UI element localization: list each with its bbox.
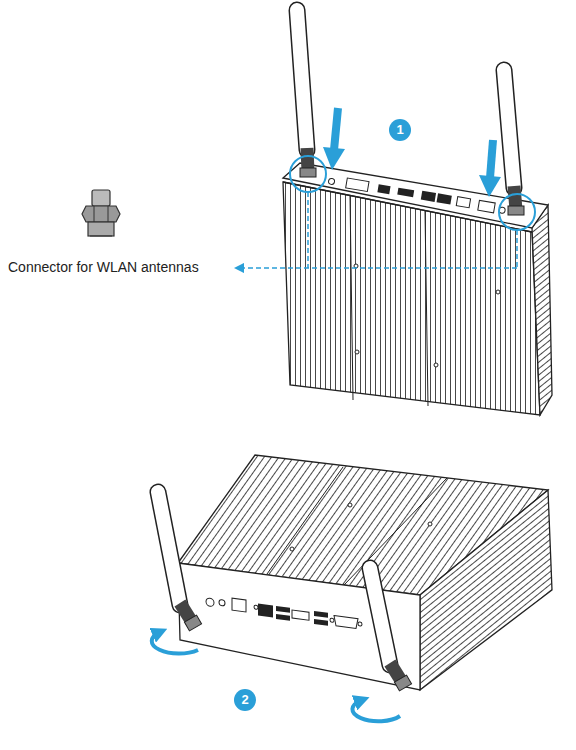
standing-pc bbox=[236, 10, 552, 415]
audio-jack bbox=[206, 598, 214, 607]
push-arrow bbox=[479, 140, 501, 197]
screw bbox=[434, 363, 438, 367]
audio-jack bbox=[219, 599, 225, 606]
hdmi-port bbox=[292, 610, 309, 620]
screw bbox=[254, 605, 258, 610]
arrow-shaft bbox=[490, 140, 493, 178]
groove bbox=[425, 211, 428, 406]
push-arrow bbox=[323, 108, 345, 170]
nut-edge bbox=[94, 206, 95, 222]
connector-nut bbox=[82, 206, 120, 222]
leader-line bbox=[516, 230, 518, 268]
leader-line bbox=[307, 192, 309, 268]
io-ports bbox=[328, 175, 506, 215]
side-face bbox=[420, 490, 552, 690]
usb-port bbox=[421, 191, 436, 202]
callout-circle bbox=[389, 119, 411, 141]
highlight-circle bbox=[290, 156, 326, 192]
usb-port bbox=[377, 184, 390, 194]
wlan-antenna bbox=[158, 492, 202, 631]
turn-arrow bbox=[152, 632, 198, 654]
usb-port bbox=[437, 193, 452, 204]
callout-number: 1 bbox=[389, 119, 411, 141]
serial-port bbox=[334, 616, 358, 629]
hdmi-port bbox=[397, 188, 414, 198]
groove bbox=[267, 467, 343, 574]
serial-port bbox=[346, 178, 369, 192]
leader-line bbox=[236, 267, 517, 269]
groove bbox=[350, 196, 353, 400]
groove bbox=[344, 478, 447, 585]
antenna-nut bbox=[184, 615, 201, 631]
part-label: Connector for WLAN antennas bbox=[8, 259, 199, 275]
usb-port bbox=[276, 606, 290, 613]
turn-arrow bbox=[352, 700, 400, 721]
antenna-nut bbox=[300, 168, 316, 177]
side-face bbox=[532, 205, 552, 415]
lan-port bbox=[456, 197, 470, 208]
antenna-body bbox=[158, 492, 180, 605]
usb-port bbox=[314, 611, 328, 618]
antenna-outline bbox=[158, 492, 180, 605]
antenna-body bbox=[370, 568, 390, 665]
antenna-body bbox=[297, 10, 307, 150]
arrow-shaft bbox=[334, 108, 338, 150]
usb-port bbox=[276, 614, 290, 621]
front-panel bbox=[178, 563, 420, 690]
wlan-antenna bbox=[370, 568, 412, 691]
connector-pin bbox=[92, 190, 110, 206]
lan-port bbox=[258, 604, 273, 618]
screw bbox=[358, 622, 362, 627]
screw bbox=[290, 547, 294, 551]
audio-jack bbox=[328, 178, 335, 185]
antenna-nut bbox=[508, 206, 524, 215]
usb-port bbox=[314, 619, 328, 626]
callout-circle bbox=[234, 689, 256, 711]
screw bbox=[330, 618, 334, 623]
nut-edge bbox=[108, 206, 109, 222]
antenna-outline bbox=[504, 70, 514, 188]
highlight-circle bbox=[499, 194, 535, 230]
power-port bbox=[478, 200, 495, 213]
screw bbox=[496, 290, 500, 294]
screw bbox=[428, 522, 432, 526]
screw bbox=[348, 503, 352, 507]
antenna-body bbox=[504, 70, 514, 188]
callout-number: 2 bbox=[234, 689, 256, 711]
screw bbox=[355, 350, 359, 354]
antenna-outline bbox=[370, 568, 390, 665]
arrow-head bbox=[323, 147, 345, 170]
panel-edge bbox=[283, 182, 532, 232]
io-ports bbox=[206, 595, 362, 631]
power-port bbox=[232, 598, 246, 612]
arrow-head bbox=[479, 175, 501, 197]
connector-icon bbox=[82, 190, 120, 236]
antenna-outline bbox=[297, 10, 307, 150]
wlan-antenna bbox=[297, 10, 316, 177]
lying-pc bbox=[152, 455, 552, 721]
base-edge bbox=[90, 236, 112, 237]
antenna-nut bbox=[394, 675, 411, 691]
connector-base bbox=[88, 222, 114, 236]
